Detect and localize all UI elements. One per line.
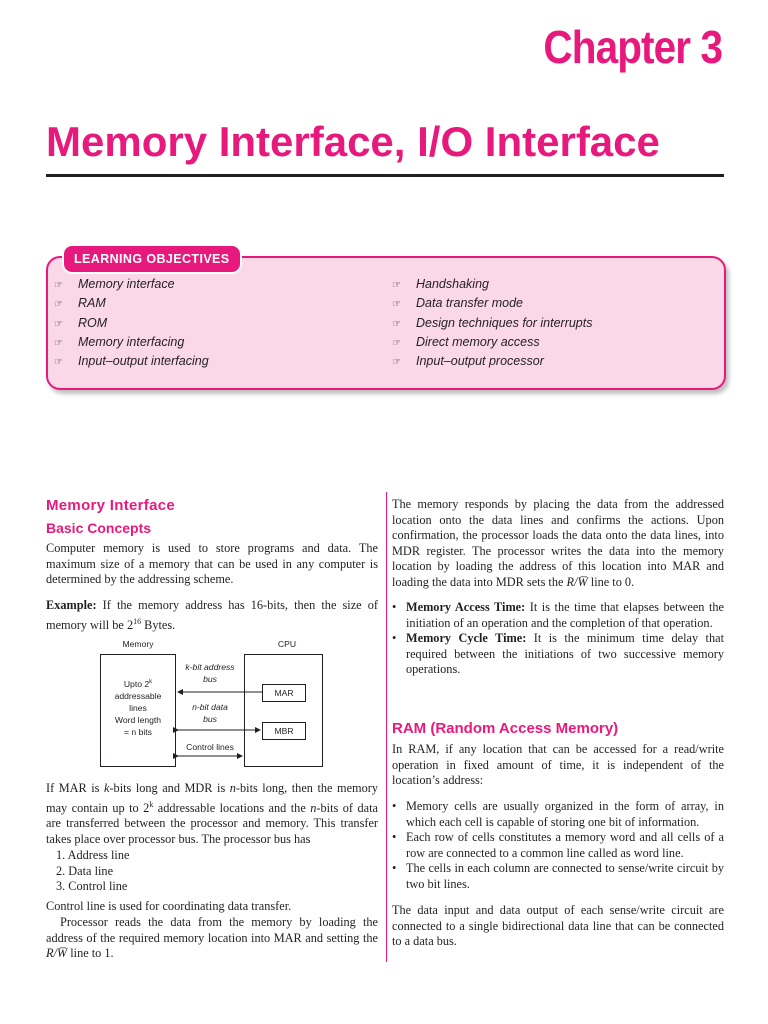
heading-ram: RAM (Random Access Memory) [392,720,619,737]
paragraph-memory-intro: Computer memory is used to store program… [46,541,378,587]
chapter-label: Chapter 3 [543,21,723,73]
list-item: •Memory cells are usually organized in t… [392,799,724,829]
pointing-hand-icon: ☞ [392,280,401,291]
diagram-arrows [173,689,262,759]
pointing-hand-icon: ☞ [392,299,401,311]
processor-bus-list: 1. Address line 2. Data line 3. Control … [56,848,129,895]
list-item: •Memory Cycle Time: It is the minimum ti… [392,631,724,677]
list-item: •Each row of cells constitutes a memory … [392,830,724,860]
objective-item: ☞RAM [54,294,209,313]
paragraph-sense-write: The data input and data output of each s… [392,903,724,949]
subheading-basic-concepts: Basic Concepts [46,520,152,536]
objective-item: ☞Memory interface [54,275,209,294]
pointing-hand-icon: ☞ [54,280,63,291]
paragraph-control-line: Control line is used for coordinating da… [46,899,292,913]
pointing-hand-icon: ☞ [392,318,401,330]
pointing-hand-icon: ☞ [392,357,401,369]
list-item: •Memory Access Time: It is the time that… [392,600,724,630]
cpu-label: CPU [277,639,297,649]
objective-item: ☞Handshaking [392,275,592,294]
paragraph-memory-responds: The memory responds by placing the data … [392,497,724,589]
memory-block-text: Upto 2k addressable lines Word length = … [114,678,162,737]
learning-objectives-box [46,256,726,390]
cpu-block [244,654,323,767]
list-item: 1. Address line [56,848,130,862]
objective-item: ☞ROM [54,314,209,333]
memory-block [100,654,176,767]
column-divider [386,492,387,962]
address-bus-label: k-bit address bus [185,662,235,684]
memory-label: Memory [122,639,154,649]
list-item: •The cells in each column are connected … [392,861,724,891]
objectives-list-left: ☞Memory interface ☞RAM ☞ROM ☞Memory inte… [54,275,209,371]
pointing-hand-icon: ☞ [54,318,63,330]
list-item: 2. Data line [56,863,114,878]
pointing-hand-icon: ☞ [54,357,63,369]
data-bus-label: n-bit data bus [192,702,228,724]
section-heading-memory-interface: Memory Interface [46,497,176,514]
chapter-title: Memory Interface, I/O Interface [46,118,660,165]
objective-item: ☞Data transfer mode [392,294,592,313]
paragraph-ram: In RAM, if any location that can be acce… [392,742,724,788]
paragraph-example: Example: If the memory address has 16-bi… [46,598,378,632]
timing-definitions-list: •Memory Access Time: It is the time that… [392,600,724,678]
list-item: 3. Control line [56,879,128,894]
memory-cpu-diagram: Memory CPU Upto 2k addressable lines Wor… [96,638,326,770]
title-rule [46,174,724,177]
objective-item: ☞Memory interfacing [54,333,209,352]
objectives-list-right: ☞Handshaking ☞Data transfer mode ☞Design… [392,275,592,371]
objective-item: ☞Input–output interfacing [54,352,209,371]
pointing-hand-icon: ☞ [392,337,401,349]
mbr-register: MBR [262,722,306,740]
pointing-hand-icon: ☞ [54,337,63,349]
control-lines-label: Control lines [186,742,234,752]
objective-item: ☞Design techniques for interrupts [392,314,592,333]
paragraph-processor-reads: Processor reads the data from the memory… [46,915,378,961]
objective-item: ☞Input–output processor [392,352,592,371]
ram-properties-list: •Memory cells are usually organized in t… [392,799,724,893]
learning-objectives-tab: LEARNING OBJECTIVES [62,244,242,274]
mar-register: MAR [262,684,306,702]
paragraph-mar-mdr: If MAR is k-bits long and MDR is n-bits … [46,781,378,846]
pointing-hand-icon: ☞ [54,299,63,311]
objective-item: ☞Direct memory access [392,333,592,352]
